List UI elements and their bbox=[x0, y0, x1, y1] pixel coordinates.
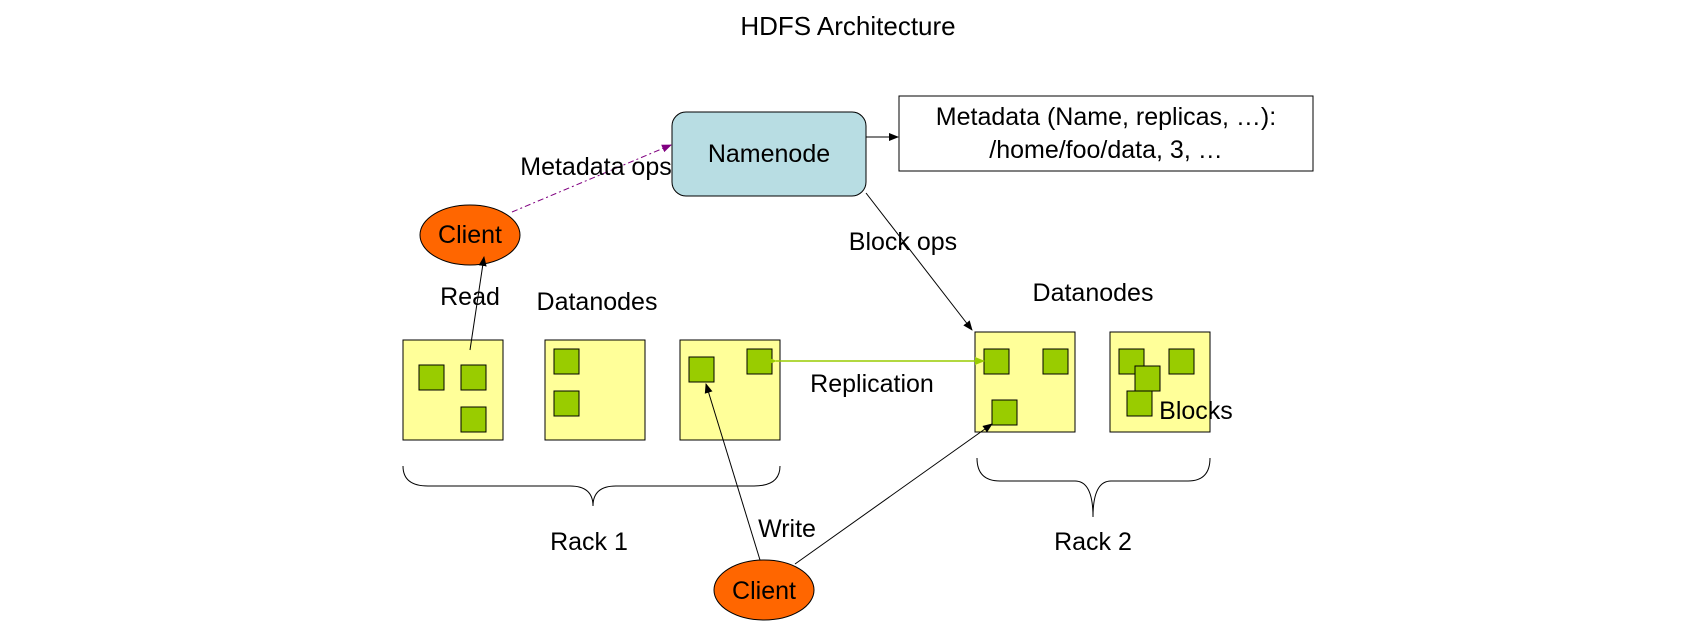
datanode-rack2-1 bbox=[974, 331, 1076, 433]
namenode-box bbox=[671, 111, 867, 197]
block bbox=[991, 399, 1018, 426]
block bbox=[418, 364, 445, 391]
rack1-label: Rack 1 bbox=[550, 528, 628, 556]
block bbox=[983, 348, 1010, 375]
block bbox=[1134, 365, 1161, 392]
block bbox=[553, 390, 580, 417]
rack1-brace bbox=[402, 465, 781, 507]
metadata-line-2: /home/foo/data, 3, … bbox=[989, 136, 1222, 164]
client-top bbox=[419, 204, 521, 266]
block-ops-label: Block ops bbox=[849, 228, 957, 256]
client-top-label: Client bbox=[438, 221, 502, 249]
write-arrow-rack1 bbox=[704, 383, 761, 561]
block bbox=[688, 356, 715, 383]
replication-label: Replication bbox=[810, 370, 934, 398]
block bbox=[460, 364, 487, 391]
datanodes-left-label: Datanodes bbox=[537, 288, 658, 316]
block-ops-arrow bbox=[865, 192, 973, 331]
read-label: Read bbox=[440, 283, 500, 311]
rack2-label: Rack 2 bbox=[1054, 528, 1132, 556]
rack2-brace bbox=[976, 457, 1211, 518]
write-arrow-rack2 bbox=[794, 423, 993, 565]
client-bottom-label: Client bbox=[732, 577, 796, 605]
read-arrow bbox=[469, 256, 487, 351]
block bbox=[553, 348, 580, 375]
metadata-ops-arrow bbox=[511, 144, 672, 213]
block bbox=[1042, 348, 1069, 375]
block bbox=[1126, 390, 1153, 417]
metadata-ops-label: Metadata ops bbox=[520, 153, 672, 181]
block bbox=[460, 406, 487, 433]
metadata-line-1: Metadata (Name, replicas, …): bbox=[936, 103, 1276, 131]
write-label: Write bbox=[758, 515, 816, 543]
namenode-label: Namenode bbox=[708, 140, 830, 168]
block bbox=[1168, 348, 1195, 375]
datanode-rack1-1 bbox=[402, 339, 504, 441]
block bbox=[746, 348, 773, 375]
diagram-title: HDFS Architecture bbox=[740, 11, 955, 41]
datanodes-right-label: Datanodes bbox=[1033, 279, 1154, 307]
client-bottom bbox=[713, 559, 815, 621]
blocks-label: Blocks bbox=[1159, 397, 1233, 425]
metadata-box bbox=[898, 95, 1314, 172]
